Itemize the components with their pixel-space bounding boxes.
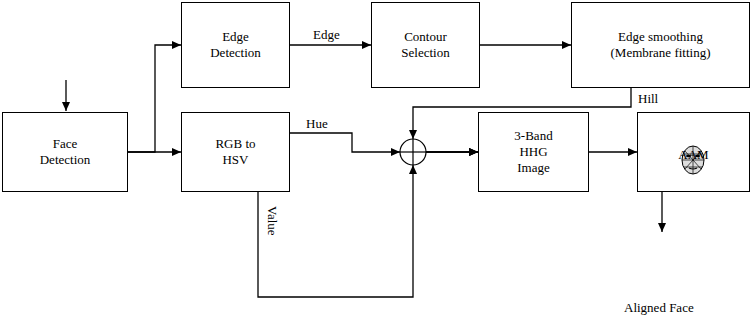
flow-arrow xyxy=(290,133,478,152)
flow-arrow xyxy=(128,152,181,153)
flow-arrow xyxy=(589,152,637,153)
summing-junction xyxy=(400,139,426,165)
process-box: RGB to HSV xyxy=(181,112,290,192)
arrow-line xyxy=(426,151,478,152)
process-box: Contour Selection xyxy=(371,2,480,88)
box-text: Edge Detection xyxy=(201,29,271,61)
process-box: Edge smoothing (Membrane fitting) xyxy=(571,2,750,88)
arrow-line xyxy=(426,151,478,152)
signal-label: Hue xyxy=(305,116,329,131)
output-label: Aligned Face xyxy=(624,300,694,315)
box-text: 3-Band HHG Image xyxy=(506,128,561,176)
arrow-line xyxy=(290,44,371,45)
box-text: RGB to HSV xyxy=(208,136,263,168)
process-box: Face Detection xyxy=(2,112,128,192)
arrow-line xyxy=(290,133,400,152)
arrow-line xyxy=(258,165,413,297)
process-box: 3-Band HHG Image xyxy=(478,112,589,192)
flow-arrow xyxy=(258,152,478,297)
input-arrow xyxy=(65,80,66,111)
arrow-line xyxy=(128,151,181,152)
signal-label: Edge xyxy=(312,27,341,42)
box-text: Contour Selection xyxy=(388,29,463,61)
flow-arrow xyxy=(290,45,371,46)
process-box: Edge Detection xyxy=(181,2,290,88)
process-box: AAM xyxy=(637,112,750,192)
arrow-line xyxy=(128,45,181,152)
box-text: AAM xyxy=(678,147,708,163)
box-text: Edge smoothing (Membrane fitting) xyxy=(602,29,720,61)
arrow-line xyxy=(480,44,571,45)
signal-label: Value xyxy=(265,205,280,237)
arrow-line xyxy=(589,151,637,152)
arrow-line xyxy=(426,151,478,152)
output-arrow xyxy=(661,192,662,232)
box-text: Face Detection xyxy=(30,136,100,168)
flow-arrow xyxy=(480,45,571,46)
flow-arrow xyxy=(128,45,181,152)
signal-label: Hill xyxy=(637,91,659,106)
